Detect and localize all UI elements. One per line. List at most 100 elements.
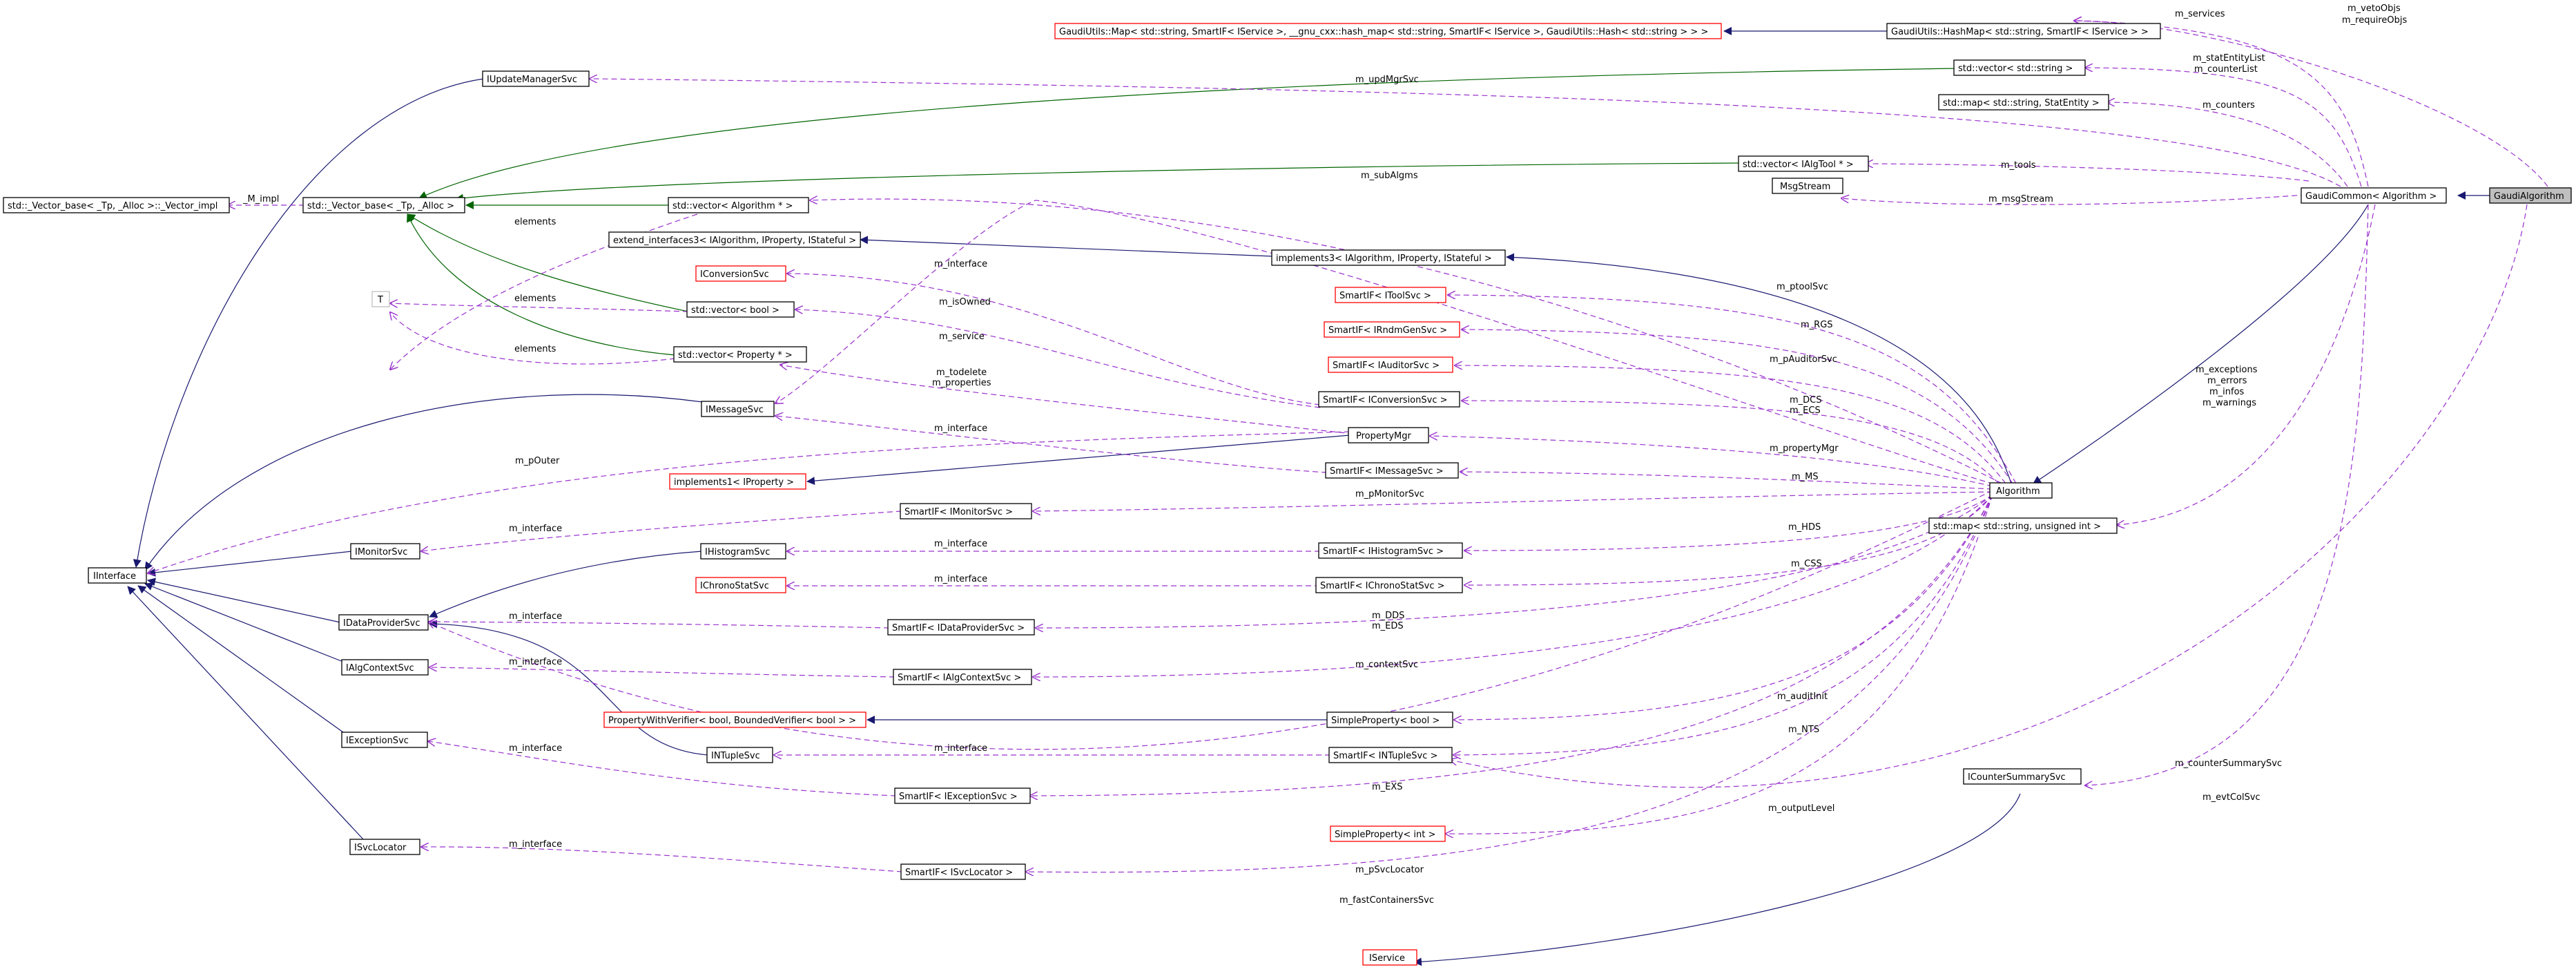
edge-m-pouter <box>148 431 1350 573</box>
node-icountersummarysvc[interactable]: ICounterSummarySvc <box>1963 768 2082 785</box>
svg-text:IChronoStatSvc: IChronoStatSvc <box>700 581 769 591</box>
node-simpleproperty-int[interactable]: SimpleProperty< int > <box>1330 825 1446 842</box>
node-smartif-ihistogramsvc[interactable]: SmartIF< IHistogramSvc > <box>1318 542 1463 559</box>
node-gaudialgorithm[interactable]: GaudiAlgorithm <box>2489 187 2572 204</box>
node-smartif-iexceptionsvc[interactable]: SmartIF< IExceptionSvc > <box>894 787 1031 804</box>
node-extend-interfaces3[interactable]: extend_interfaces3< IAlgorithm, IPropert… <box>608 231 861 248</box>
label-m-exceptions: m_exceptions <box>2196 365 2258 375</box>
svg-text:SmartIF< IDataProviderSvc >: SmartIF< IDataProviderSvc > <box>892 623 1025 633</box>
node-intuplesvc[interactable]: INTupleSvc <box>706 747 773 763</box>
node-msgstream[interactable]: MsgStream <box>1772 178 1843 194</box>
node-smartif-ichronostatsvc[interactable]: SmartIF< IChronoStatSvc > <box>1315 577 1463 593</box>
node-smartif-idataprovidersvc[interactable]: SmartIF< IDataProviderSvc > <box>887 619 1035 636</box>
node-map-uint[interactable]: std::map< std::string, unsigned int > <box>1928 517 2118 534</box>
edge-iinterface-ialgcontextsvc <box>144 582 344 662</box>
node-iinterface[interactable]: IInterface <box>88 567 147 584</box>
node-vector-base[interactable]: std::_Vector_base< _Tp, _Alloc > <box>302 197 465 213</box>
node-smartif-intuplesvc[interactable]: SmartIF< INTupleSvc > <box>1328 747 1453 763</box>
edge-algorithm-gaudicommon <box>2033 204 2369 484</box>
edge-m-updmgrsvc <box>590 79 2341 187</box>
svg-text:IConversionSvc: IConversionSvc <box>700 269 769 280</box>
node-vector-algorithm[interactable]: std::vector< Algorithm * > <box>668 197 809 213</box>
svg-text:GaudiUtils::Map< std::string,: GaudiUtils::Map< std::string, SmartIF< I… <box>1059 27 1708 37</box>
node-iservice[interactable]: IService <box>1362 949 1417 966</box>
label-m-ms: m_MS <box>1792 472 1819 482</box>
node-smartif-iauditorsvc[interactable]: SmartIF< IAuditorSvc > <box>1328 356 1453 373</box>
edges <box>127 21 2548 966</box>
node-smartif-ialgcontextsvc[interactable]: SmartIF< IAlgContextSvc > <box>893 669 1032 685</box>
edge-m-interface-sl <box>421 847 903 872</box>
node-vector-base-impl[interactable]: std::_Vector_base< _Tp, _Alloc >::_Vecto… <box>3 197 230 213</box>
edge-m-interface-ac <box>429 667 895 678</box>
node-smartif-imonitorsvc[interactable]: SmartIF< IMonitorSvc > <box>900 503 1032 519</box>
node-vector-property[interactable]: std::vector< Property * > <box>673 346 807 363</box>
node-ichronostatsvc[interactable]: IChronoStatSvc <box>695 577 786 593</box>
svg-text:std::_Vector_base< _Tp, _Alloc: std::_Vector_base< _Tp, _Alloc > <box>307 201 454 211</box>
edge-elements-vecalgorithm <box>390 213 698 370</box>
label-m-auditinit: m_auditInit <box>1777 691 1828 702</box>
node-iexceptionsvc[interactable]: IExceptionSvc <box>341 732 428 748</box>
edge-iservice-icountersummarysvc <box>1413 793 2021 966</box>
edge-idataprovidersvc-ihistogramsvc <box>429 551 703 618</box>
label-m-properties: m_properties <box>932 378 991 388</box>
node-gaudicommon-algorithm[interactable]: GaudiCommon< Algorithm > <box>2301 187 2447 204</box>
label-m-interface-conv: m_interface <box>934 259 987 269</box>
label-m-pmonitorsvc: m_pMonitorSvc <box>1355 489 1424 499</box>
label-m-updmgrsvc: m_updMgrSvc <box>1355 75 1419 85</box>
svg-text:std::vector< Algorithm * >: std::vector< Algorithm * > <box>672 201 793 211</box>
svg-text:GaudiAlgorithm: GaudiAlgorithm <box>2494 191 2564 202</box>
svg-text:SmartIF< IAlgContextSvc >: SmartIF< IAlgContextSvc > <box>898 673 1021 683</box>
label-m-warnings: m_warnings <box>2202 398 2256 408</box>
node-map-statentity[interactable]: std::map< std::string, StatEntity > <box>1938 94 2109 111</box>
edge-vectorbase-vecbool <box>407 213 689 312</box>
node-gaudiutils-map[interactable]: GaudiUtils::Map< std::string, SmartIF< I… <box>1054 23 1722 39</box>
label-m-pouter: m_pOuter <box>515 456 560 466</box>
node-imonitorsvc[interactable]: IMonitorSvc <box>350 543 420 560</box>
node-ialgcontextsvc[interactable]: IAlgContextSvc <box>341 659 429 676</box>
edge-m-propertymgr <box>1430 436 1993 487</box>
node-iconversionsvc[interactable]: IConversionSvc <box>695 265 786 282</box>
node-hashmap[interactable]: GaudiUtils::HashMap< std::string, SmartI… <box>1886 23 2161 39</box>
node-vector-string[interactable]: std::vector< std::string > <box>1953 59 2086 76</box>
node-simpleproperty-bool[interactable]: SimpleProperty< bool > <box>1326 712 1453 728</box>
edge-iinterface-idataprovidersvc <box>147 577 341 623</box>
node-implements3[interactable]: implements3< IAlgorithm, IProperty, ISta… <box>1271 249 1506 266</box>
node-implements1[interactable]: implements1< IProperty > <box>669 473 806 490</box>
node-iupdatemanagersvc[interactable]: IUpdateManagerSvc <box>482 70 590 87</box>
node-idataprovidersvc[interactable]: IDataProviderSvc <box>338 614 429 631</box>
svg-text:IDataProviderSvc: IDataProviderSvc <box>343 618 420 629</box>
svg-text:IExceptionSvc: IExceptionSvc <box>346 736 409 746</box>
label-m-evtcolsvc: m_evtColSvc <box>2202 792 2260 803</box>
node-vector-bool[interactable]: std::vector< bool > <box>686 301 795 318</box>
node-isvclocator[interactable]: ISvcLocator <box>349 839 420 855</box>
edge-m-countersummarysvc <box>2085 204 2369 785</box>
svg-text:Algorithm: Algorithm <box>1996 486 2040 497</box>
node-smartif-imessagesvc[interactable]: SmartIF< IMessageSvc > <box>1325 462 1459 479</box>
edge-vectorbase-vecstring <box>418 68 1962 199</box>
svg-text:std::vector< IAlgTool * >: std::vector< IAlgTool * > <box>1743 160 1854 170</box>
node-smartif-iconversionsvc[interactable]: SmartIF< IConversionSvc > <box>1318 391 1460 408</box>
label-elements-2: elements <box>514 294 556 304</box>
label-m-exs: m_EXS <box>1372 782 1403 792</box>
edge-implements3-algorithm <box>1506 253 2012 484</box>
node-propertymgr[interactable]: PropertyMgr <box>1348 427 1429 443</box>
node-imessagesvc[interactable]: IMessageSvc <box>701 401 775 417</box>
node-algorithm[interactable]: Algorithm <box>1989 482 2053 499</box>
edge-vectorbase-vecproperty <box>407 213 676 356</box>
label-m-services: m_services <box>2175 9 2225 19</box>
node-ihistogramsvc[interactable]: IHistogramSvc <box>700 543 786 560</box>
node-t[interactable]: T <box>371 291 390 307</box>
svg-text:IMessageSvc: IMessageSvc <box>706 405 764 415</box>
edge-idataprovidersvc-intuplesvc <box>429 620 709 756</box>
node-smartif-isvclocator[interactable]: SmartIF< ISvcLocator > <box>900 863 1026 880</box>
node-propertywithverifier[interactable]: PropertyWithVerifier< bool, BoundedVerif… <box>603 712 866 728</box>
node-vector-ialgtool[interactable]: std::vector< IAlgTool * > <box>1738 155 1869 172</box>
edge-m-evtcolsvc <box>1450 204 2528 788</box>
svg-text:SmartIF< IConversionSvc >: SmartIF< IConversionSvc > <box>1323 395 1448 405</box>
node-smartif-irndmgensvc[interactable]: SmartIF< IRndmGenSvc > <box>1324 321 1460 338</box>
label-m-subalgms: m_subAlgms <box>1361 171 1418 181</box>
label-m-nts: m_NTS <box>1788 725 1819 735</box>
label-m-css: m_CSS <box>1791 559 1822 569</box>
node-smartif-itoolsvc[interactable]: SmartIF< IToolSvc > <box>1335 287 1446 303</box>
label-m-propertymgr: m_propertyMgr <box>1770 443 1839 454</box>
